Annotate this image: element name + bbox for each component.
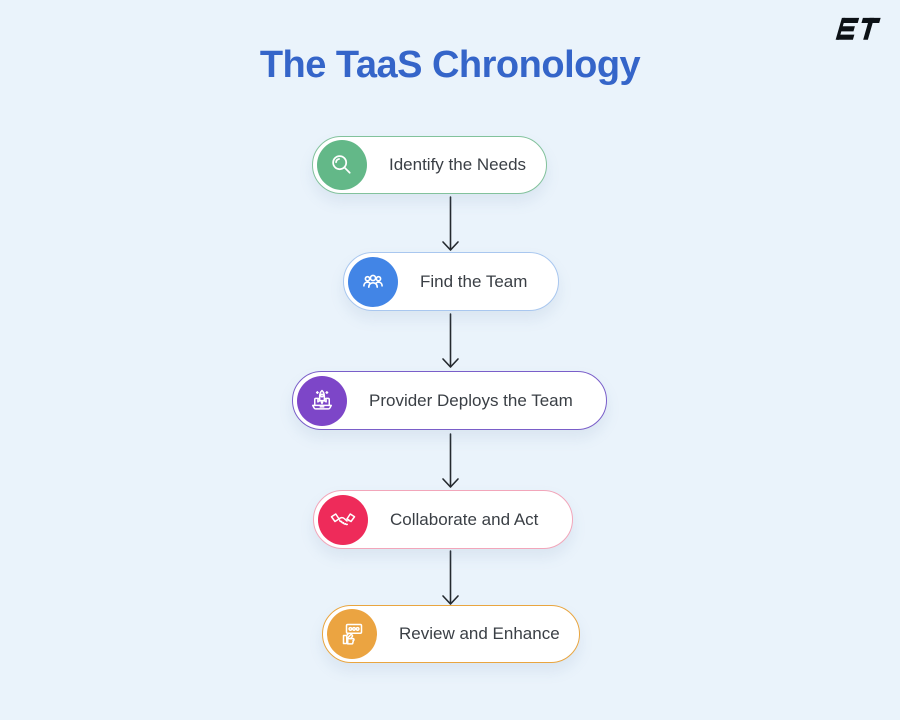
flow-arrow xyxy=(442,313,459,368)
search-icon xyxy=(317,140,367,190)
page-title: The TaaS Chronology xyxy=(259,44,641,86)
team-icon xyxy=(348,256,398,307)
step-label: Collaborate and Act xyxy=(390,509,539,529)
flow-arrow xyxy=(442,196,459,251)
step-label: Review and Enhance xyxy=(399,624,560,643)
handshake-icon xyxy=(318,494,368,545)
step-review-and-enhance: Review and Enhance xyxy=(322,605,580,663)
flow-arrow xyxy=(442,550,459,605)
step-label: Identify the Needs xyxy=(389,155,527,174)
step-find-the-team: Find the Team xyxy=(343,252,559,311)
step-label: Provider Deploys the Team xyxy=(369,390,573,410)
flow-arrow xyxy=(442,433,459,488)
step-collaborate-and-act: Collaborate and Act xyxy=(313,490,573,549)
step-identify-the-needs: Identify the Needs xyxy=(312,136,547,194)
step-label: Find the Team xyxy=(420,271,528,291)
feedback-icon xyxy=(327,609,377,659)
rocket-launch-icon xyxy=(297,375,347,426)
step-provider-deploys-the-team: Provider Deploys the Team xyxy=(292,371,607,430)
et-logo xyxy=(835,17,881,40)
